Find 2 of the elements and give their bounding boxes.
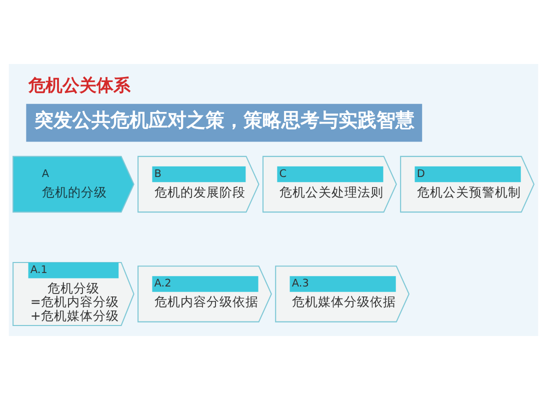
diagram-title: 危机公关体系 bbox=[28, 75, 130, 96]
caption: 突发公共危机应对之策，策略思考与实践智慧 bbox=[34, 109, 415, 132]
